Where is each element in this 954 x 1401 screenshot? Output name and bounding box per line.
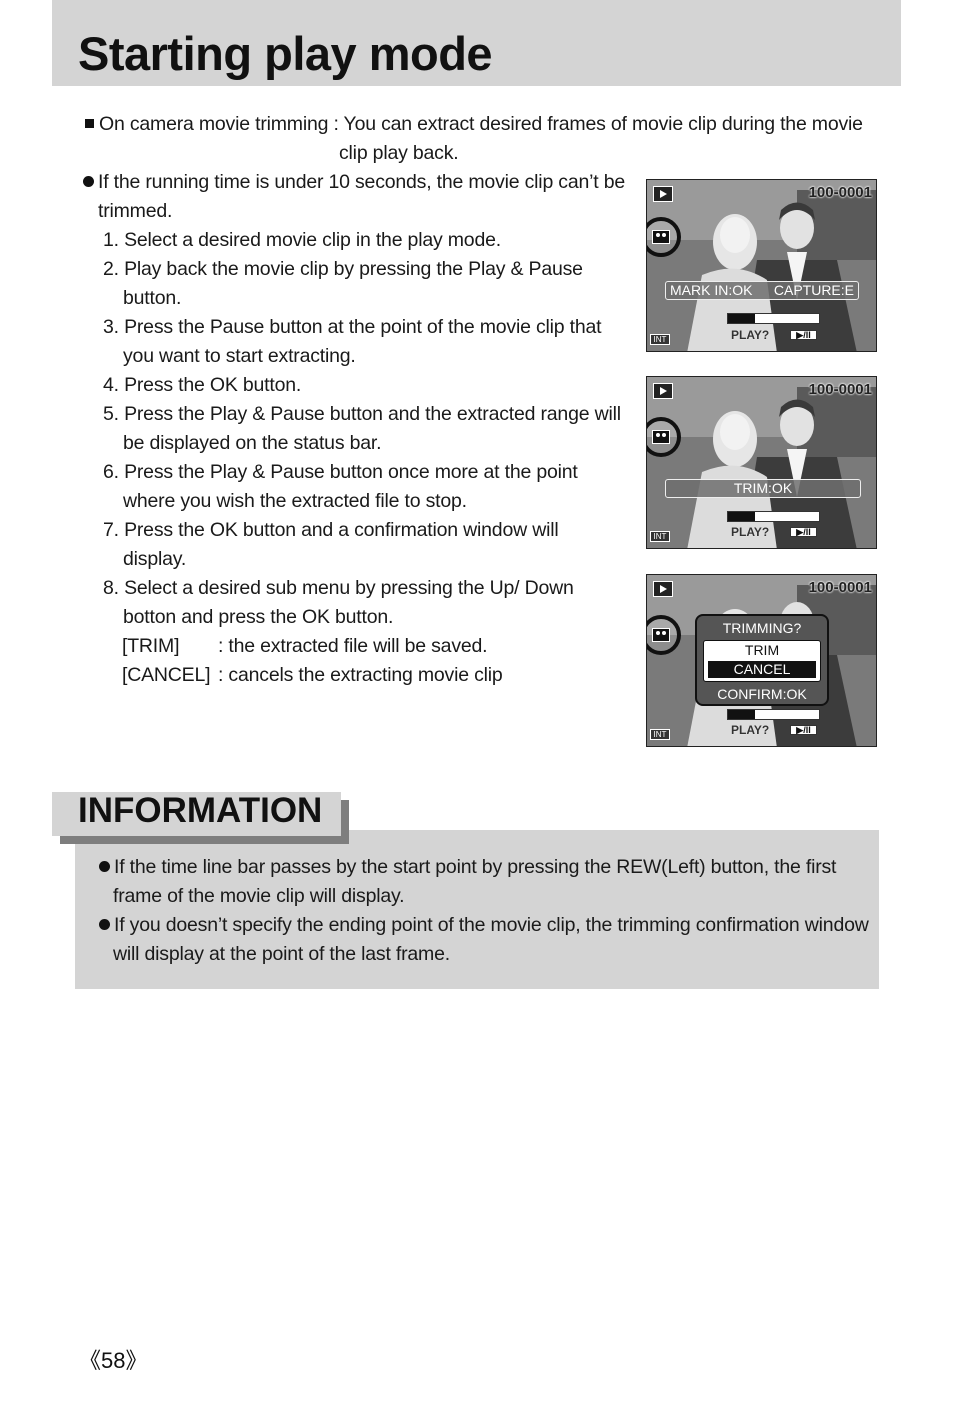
camera-screen-2: 100-0001 TRIM:OK PLAY? ▶/II INT [646,376,877,549]
info-bullet-2: If you doesn’t specify the ending point … [99,911,874,940]
square-bullet-icon [85,119,94,128]
dialog-menu: TRIM CANCEL [703,640,821,682]
play-mode-icon [653,186,673,202]
step-2: 2. Play back the movie clip by pressing … [103,258,583,280]
menu-option-trim[interactable]: TRIM [744,642,780,658]
step-4: 4. Press the OK button. [103,374,302,396]
file-number: 100-0001 [808,184,872,201]
intro-line-1: On camera movie trimming : You can extra… [99,113,863,135]
trim-progress-bar [727,709,820,720]
information-body: If the time line bar passes by the start… [99,853,874,969]
camera-screen-3: 100-0001 TRIMMING? TRIM CANCEL CONFIRM:O… [646,574,877,747]
dot-bullet-icon [99,861,110,872]
step-3-cont: you want to start extracting. [123,345,356,367]
progress-fill [728,710,756,719]
trimming-dialog: TRIMMING? TRIM CANCEL CONFIRM:OK [695,614,829,706]
step-5: 5. Press the Play & Pause button and the… [103,403,621,425]
step-6: 6. Press the Play & Pause button once mo… [103,461,578,483]
internal-memory-icon: INT [650,334,670,345]
step-7-cont: display. [123,548,187,570]
highlight-ring [647,217,681,257]
progress-fill [728,314,756,323]
intro-paragraph: On camera movie trimming : You can extra… [85,110,875,168]
trim-progress-bar [727,511,820,522]
mark-in-bar: MARK IN:OK CAPTURE:E [665,281,859,300]
play-prompt: PLAY? [731,525,770,539]
step-1: 1. Select a desired movie clip in the pl… [103,229,501,251]
title-band [52,0,901,86]
play-mode-icon [653,581,673,597]
highlight-ring [647,417,681,457]
dialog-confirm: CONFIRM:OK [717,686,807,702]
trim-progress-bar [727,313,820,324]
information-box [75,830,879,989]
play-prompt: PLAY? [731,328,770,342]
option-trim: [TRIM]: the extracted file will be saved… [122,635,488,657]
file-number: 100-0001 [808,579,872,596]
step-2-cont: button. [123,287,182,309]
option-cancel: [CANCEL]: cancels the extracting movie c… [122,664,503,686]
movie-camera-icon [652,430,670,444]
step-3: 3. Press the Pause button at the point o… [103,316,602,338]
wedding-photo [647,180,876,351]
information-heading: INFORMATION [78,791,323,830]
note-line-1: If the running time is under 10 seconds,… [83,168,628,197]
menu-option-cancel[interactable]: CANCEL [708,661,816,678]
play-pause-icon: ▶/II [790,330,817,340]
internal-memory-icon: INT [650,729,670,740]
note-line-2: trimmed. [98,200,173,222]
info-bullet-1-cont: frame of the movie clip will display. [113,885,405,907]
play-pause-icon: ▶/II [790,725,817,735]
step-5-cont: be displayed on the status bar. [123,432,382,454]
internal-memory-icon: INT [650,531,670,542]
play-prompt: PLAY? [731,723,770,737]
mark-in-label: MARK IN:OK [670,282,753,298]
step-7: 7. Press the OK button and a confirmatio… [103,519,559,541]
step-6-cont: where you wish the extracted file to sto… [123,490,467,512]
step-8: 8. Select a desired sub menu by pressing… [103,577,574,599]
file-number: 100-0001 [808,381,872,398]
trim-ok-bar: TRIM:OK [665,479,861,498]
information-tab [52,792,341,836]
page-number: 《58》 [79,1348,148,1373]
play-pause-icon: ▶/II [790,527,817,537]
movie-camera-icon [652,628,670,642]
progress-fill [728,512,756,521]
camera-screen-1: 100-0001 MARK IN:OK CAPTURE:E PLAY? ▶/II… [646,179,877,352]
steps-list: If the running time is under 10 seconds,… [83,168,628,690]
movie-camera-icon [652,230,670,244]
capture-label: CAPTURE:E [773,282,854,298]
page-title: Starting play mode [78,27,493,80]
info-bullet-1: If the time line bar passes by the start… [99,853,874,882]
info-bullet-2-cont: will display at the point of the last fr… [113,943,450,965]
dot-bullet-icon [99,919,110,930]
intro-line-2: clip play back. [339,142,459,164]
wedding-photo [647,377,876,548]
highlight-ring [647,615,681,655]
dialog-question: TRIMMING? [722,620,802,636]
step-8-cont: botton and press the OK button. [123,606,394,628]
dot-bullet-icon [83,176,94,187]
play-mode-icon [653,383,673,399]
trim-ok-label: TRIM:OK [733,480,793,496]
